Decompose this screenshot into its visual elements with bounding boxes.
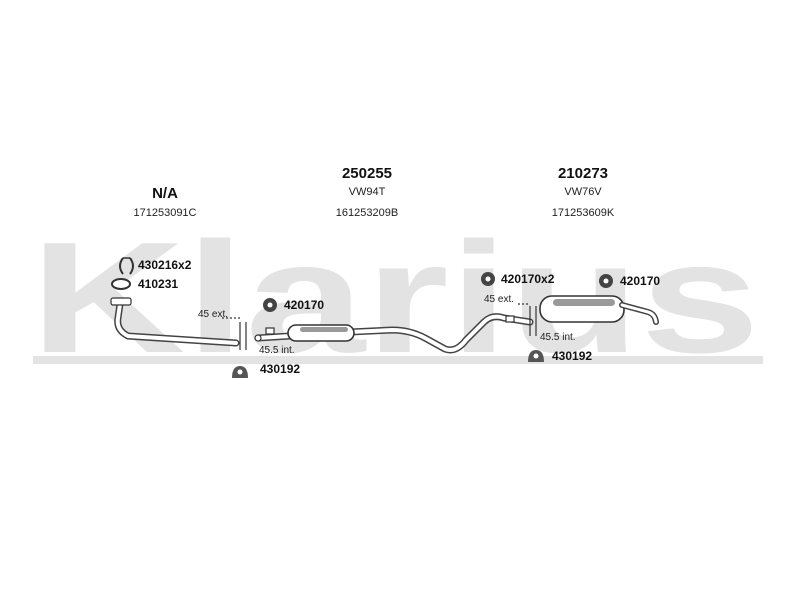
section-3-number: 210273: [557, 165, 609, 182]
part-label-rubber-c: 420170: [620, 274, 661, 288]
section-1-number: N/A: [152, 185, 178, 202]
mount-icon-a: [232, 366, 248, 378]
rubber-icon-a: [263, 298, 277, 312]
rubber-icon-b: [481, 272, 495, 286]
section-3-sub: VW76V: [564, 186, 602, 198]
part-label-mount-a: 430192: [260, 362, 301, 376]
joint-marker-a: [222, 317, 275, 350]
part-label-clamp: 430216x2: [138, 258, 192, 272]
part-label-rubber-b: 420170x2: [501, 272, 555, 286]
part-label-rubber-a: 420170: [284, 298, 325, 312]
mount-icon-b: [528, 350, 544, 362]
front-pipe-flange: [110, 297, 132, 306]
joint-marker-b: [505, 303, 537, 336]
section-1-code: 171253091C: [133, 207, 197, 219]
dim-int-b: 45.5 int.: [540, 332, 576, 343]
gasket-icon: [111, 278, 131, 290]
section-3-code: 171253609K: [551, 207, 615, 219]
section-2-number: 250255: [341, 165, 393, 182]
dim-int-a: 45.5 int.: [259, 345, 295, 356]
part-label-gasket: 410231: [138, 277, 179, 291]
section-2-sub: VW94T: [348, 186, 386, 198]
rubber-icon-c: [599, 274, 613, 288]
dim-ext-a: 45 ext.: [198, 309, 229, 320]
clamp-icon: [119, 257, 134, 275]
dim-ext-b: 45 ext.: [484, 294, 515, 305]
section-2-code: 161253209B: [335, 207, 399, 219]
part-label-mount-b: 430192: [552, 349, 593, 363]
watermark-bar: [33, 356, 763, 364]
